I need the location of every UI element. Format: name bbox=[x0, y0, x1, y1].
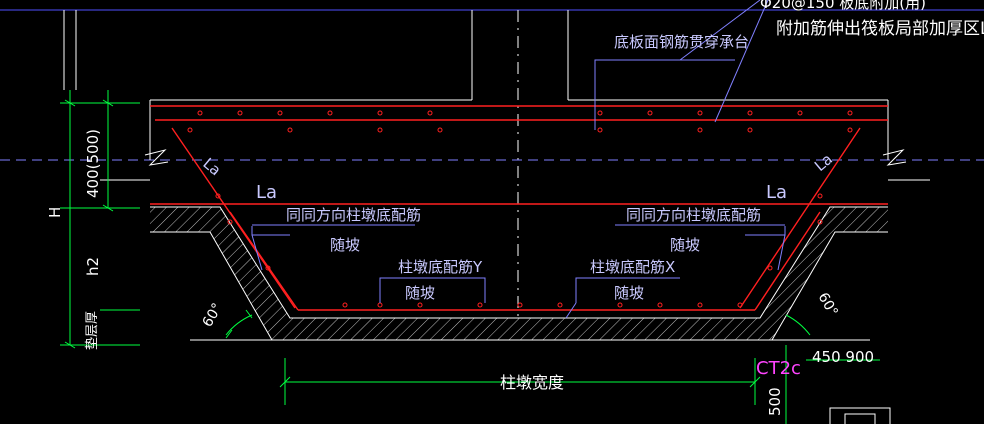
rebar-dots bbox=[187, 110, 853, 308]
cushion-thickness-label: 垫层厚 bbox=[84, 311, 100, 350]
dim-h-label: H bbox=[46, 207, 64, 218]
top-partial-label: Φ20@150 板底附加(用) bbox=[760, 0, 926, 12]
with-slope-x-label: 随坡 bbox=[614, 284, 644, 302]
ct-tag-label: CT2c bbox=[756, 358, 801, 379]
dim-450-900-label: 450 900 bbox=[812, 348, 874, 366]
cushion-layer bbox=[150, 206, 888, 341]
pier-bottom-y-label: 柱墩底配筋Y bbox=[398, 258, 483, 276]
la-right-label: La bbox=[766, 182, 787, 203]
la-right-slope-label: La bbox=[811, 150, 836, 175]
leader-lines bbox=[251, 0, 786, 319]
dim-h2-label: h2 bbox=[84, 257, 102, 276]
detail-box bbox=[829, 407, 891, 424]
with-slope-right-label: 随坡 bbox=[670, 236, 700, 254]
with-slope-left-label: 随坡 bbox=[330, 236, 360, 254]
dim-500-label: 500 bbox=[766, 387, 784, 416]
la-left-label: La bbox=[256, 182, 277, 203]
pier-bottom-x-label: 柱墩底配筋X bbox=[590, 258, 675, 276]
pier-width-label: 柱墩宽度 bbox=[500, 373, 564, 392]
la-left-slope-label: La bbox=[199, 154, 224, 179]
same-dir-left-label: 同同方向柱墩底配筋 bbox=[286, 206, 421, 224]
axis-lines bbox=[63, 10, 888, 320]
with-slope-y-label: 随坡 bbox=[405, 284, 435, 302]
dim-400-500-label: 400(500) bbox=[84, 129, 102, 198]
dimension-lines bbox=[60, 90, 880, 424]
slab-outline bbox=[100, 100, 930, 181]
rebar-lines bbox=[150, 105, 888, 311]
slab-bottom-through-label: 底板面钢筋贯穿承台 bbox=[614, 33, 749, 51]
extra-rebar-label: 附加筋伸出筏板局部加厚区La bbox=[776, 19, 984, 39]
angle-right-label: 60° bbox=[815, 290, 841, 320]
angle-left-label: 60° bbox=[200, 300, 226, 330]
same-dir-right-label: 同同方向柱墩底配筋 bbox=[626, 206, 761, 224]
